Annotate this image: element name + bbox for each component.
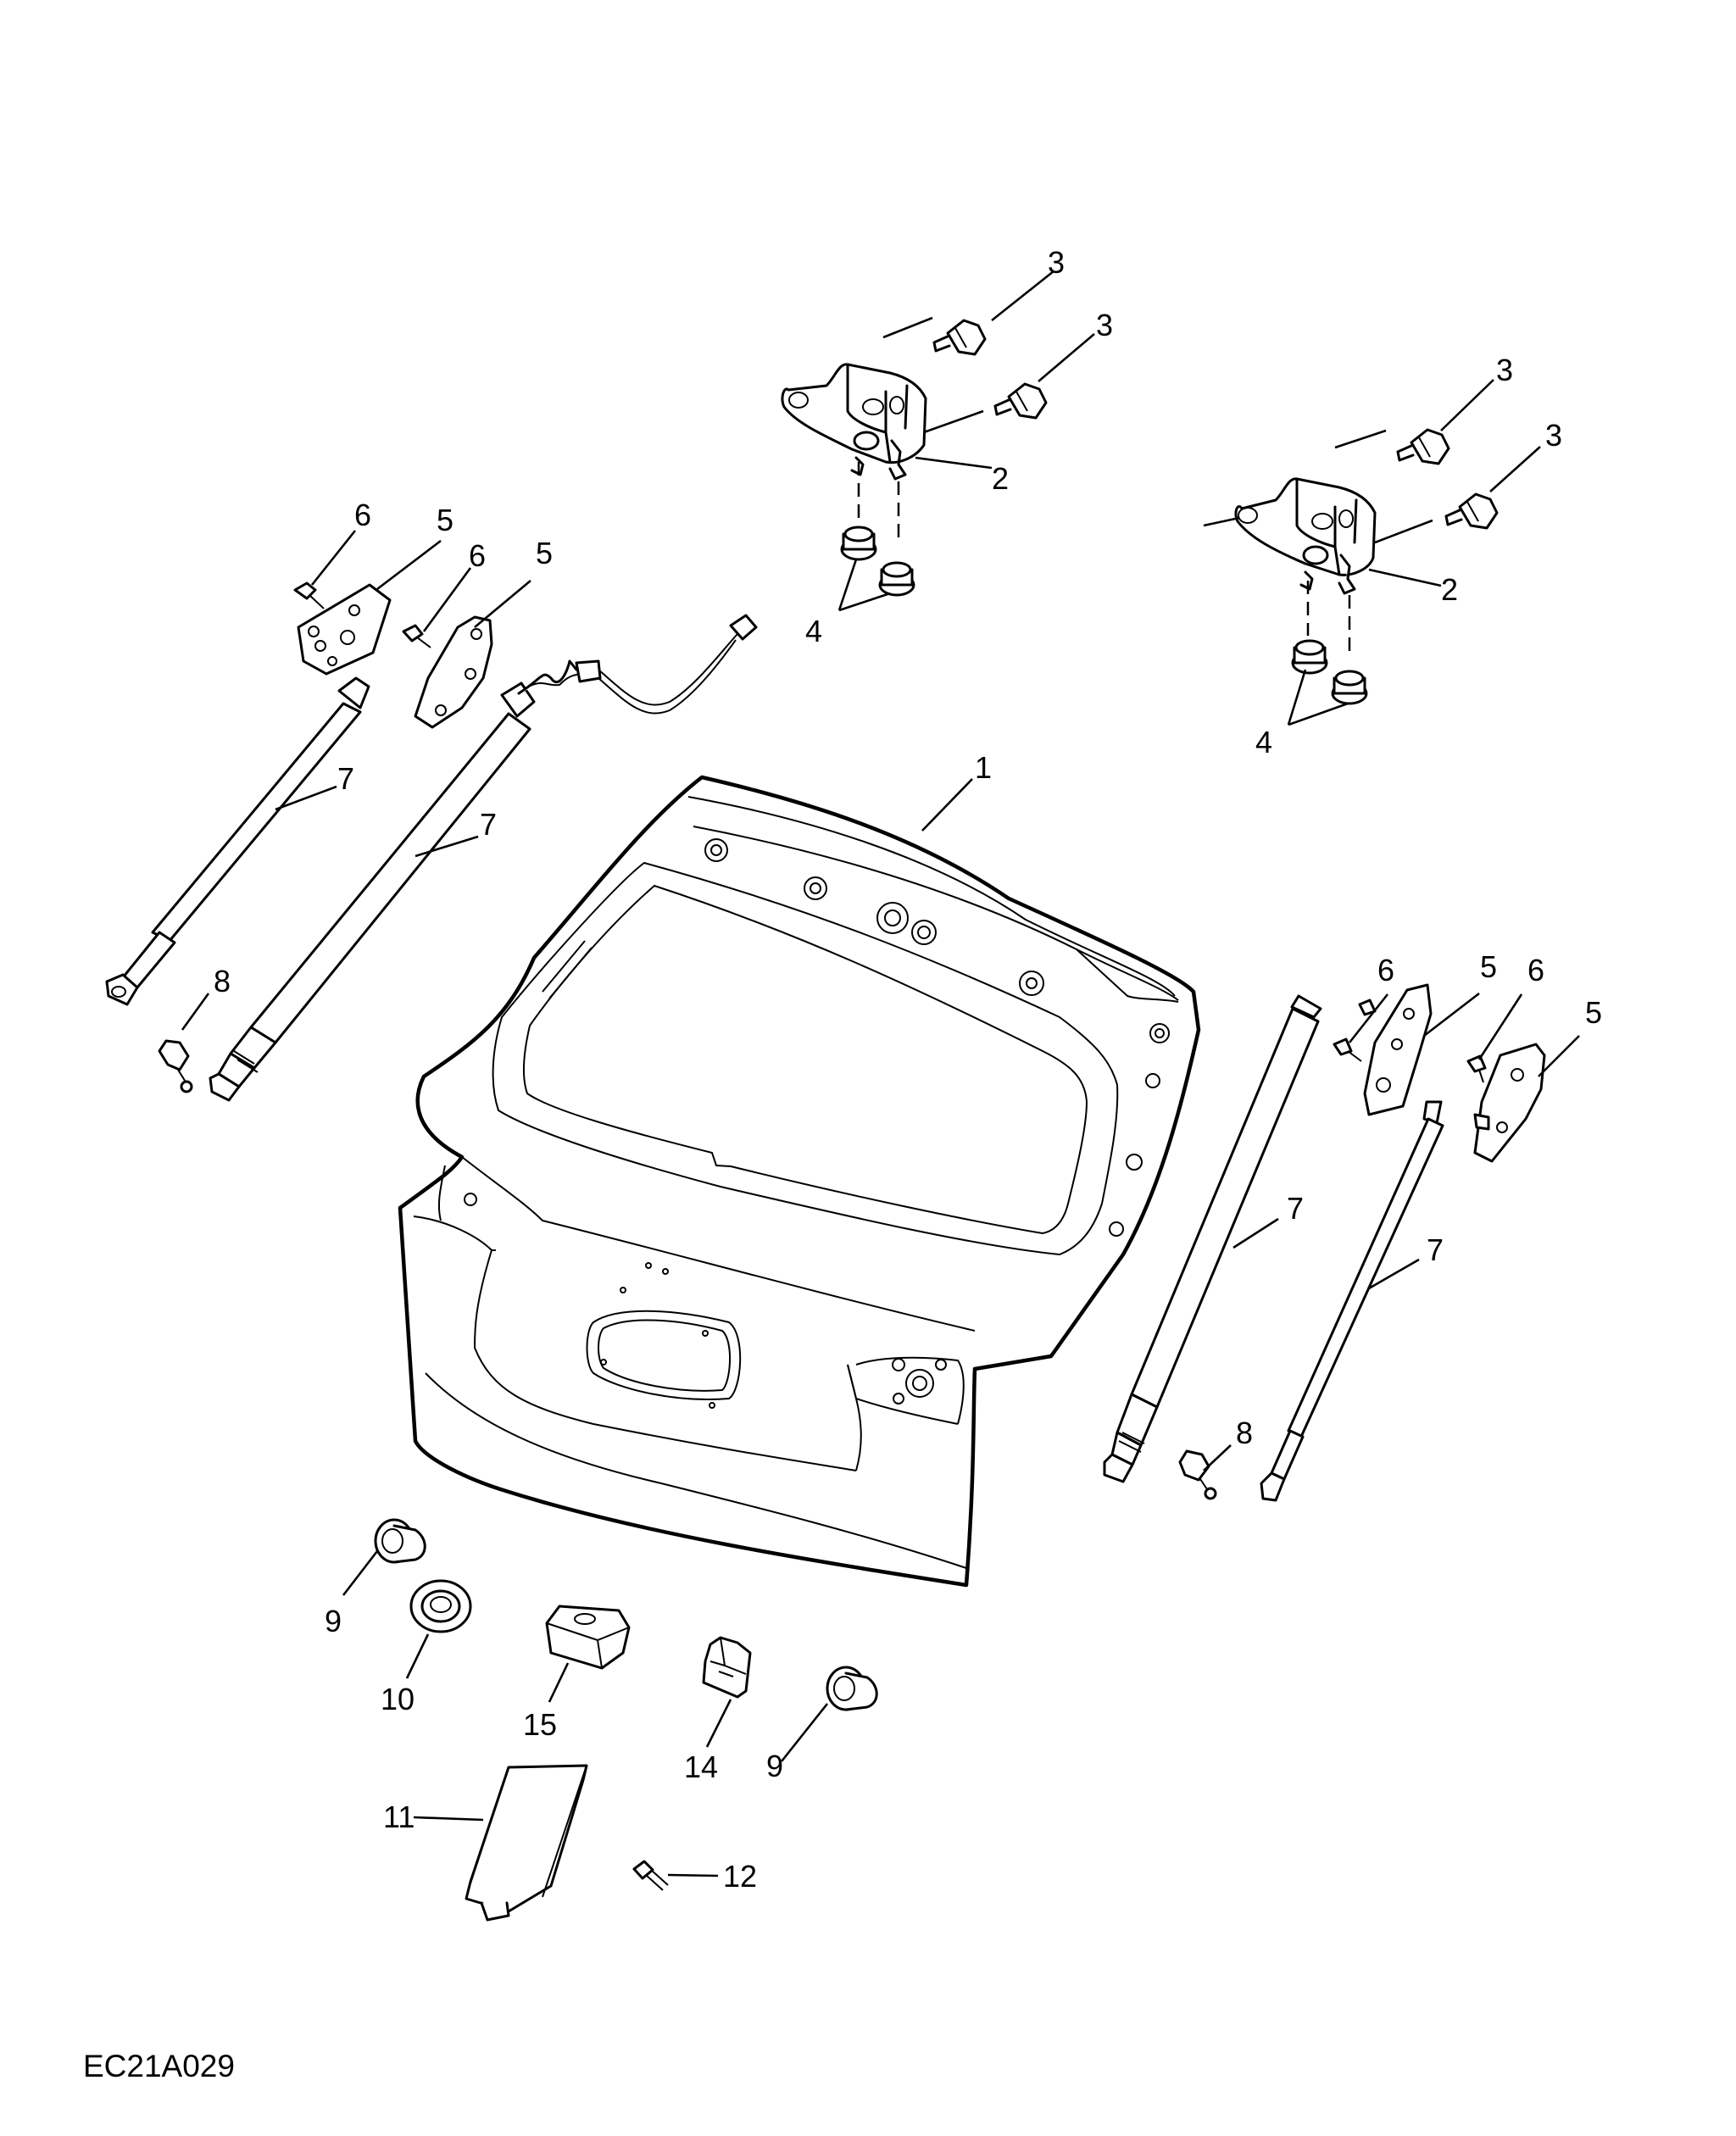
screw-3-b (993, 382, 1048, 420)
callout-5: 5 (1585, 995, 1602, 1030)
callout-4: 4 (1255, 725, 1272, 759)
hinge-fasteners (840, 316, 1499, 705)
callout-2: 2 (992, 461, 1009, 496)
strut-left-electric (209, 614, 758, 1102)
callout-6: 6 (1377, 953, 1394, 987)
callout-5: 5 (1480, 949, 1497, 984)
callout-labels: 1 2 2 3 3 3 3 4 4 5 5 5 5 6 6 6 6 7 7 7 … (214, 245, 1602, 1894)
callout-3: 3 (1545, 418, 1562, 453)
callout-11: 11 (383, 1799, 415, 1834)
screw-12 (632, 1860, 669, 1891)
callout-12: 12 (723, 1859, 757, 1894)
callout-4: 4 (805, 614, 822, 648)
bracket-5-a (297, 583, 392, 676)
callout-5: 5 (437, 503, 453, 537)
callout-2: 2 (1441, 572, 1458, 607)
nut-4-c (1291, 639, 1328, 675)
screw-3-a (932, 319, 987, 356)
callout-8: 8 (214, 964, 231, 998)
callout-5: 5 (536, 536, 553, 570)
strut-right-outer (1260, 1100, 1444, 1502)
nut-4-d (1331, 670, 1368, 705)
callout-6: 6 (354, 498, 371, 532)
leader-lines (181, 270, 1580, 1877)
callout-3: 3 (1096, 308, 1113, 342)
cover-panel-11 (465, 1764, 588, 1922)
left-hinge (781, 363, 927, 481)
callout-7: 7 (337, 761, 354, 796)
diagram-reference-code: EC21A029 (83, 2049, 235, 2083)
callout-10: 10 (381, 1682, 415, 1716)
callout-6: 6 (1527, 953, 1544, 987)
bracket-5-c (1363, 983, 1433, 1116)
callout-15: 15 (523, 1707, 557, 1742)
callout-8: 8 (1236, 1416, 1253, 1450)
ball-stud-8-b (1178, 1449, 1217, 1500)
grommet-10 (409, 1579, 472, 1633)
callout-7: 7 (1427, 1232, 1444, 1267)
bump-stop-9-a (374, 1518, 426, 1564)
nut-4-a (840, 526, 877, 561)
bracket-5-d (1473, 1043, 1546, 1163)
tailgate-panel (398, 775, 1201, 1588)
bolts-6 (293, 581, 1487, 1083)
callout-14: 14 (684, 1749, 718, 1784)
screw-3-c (1396, 428, 1450, 465)
bracket-5-b (414, 615, 493, 729)
ball-stud-8-a (158, 1039, 193, 1093)
strut-right-electric (1103, 994, 1322, 1483)
callout-3: 3 (1496, 353, 1513, 387)
bump-stop-9-b (826, 1666, 878, 1711)
nut-4-b (878, 561, 915, 597)
switch-14 (702, 1636, 752, 1699)
strut-left-outer (105, 676, 370, 1006)
callout-1: 1 (975, 750, 992, 785)
callout-7: 7 (1287, 1191, 1304, 1226)
callout-7: 7 (480, 807, 497, 842)
callout-3: 3 (1048, 245, 1065, 280)
camera-15 (545, 1605, 631, 1670)
screw-3-d (1444, 492, 1499, 530)
callout-9: 9 (766, 1749, 783, 1783)
callout-6: 6 (469, 538, 486, 573)
right-hinge (1234, 477, 1377, 595)
callout-9: 9 (325, 1604, 342, 1638)
